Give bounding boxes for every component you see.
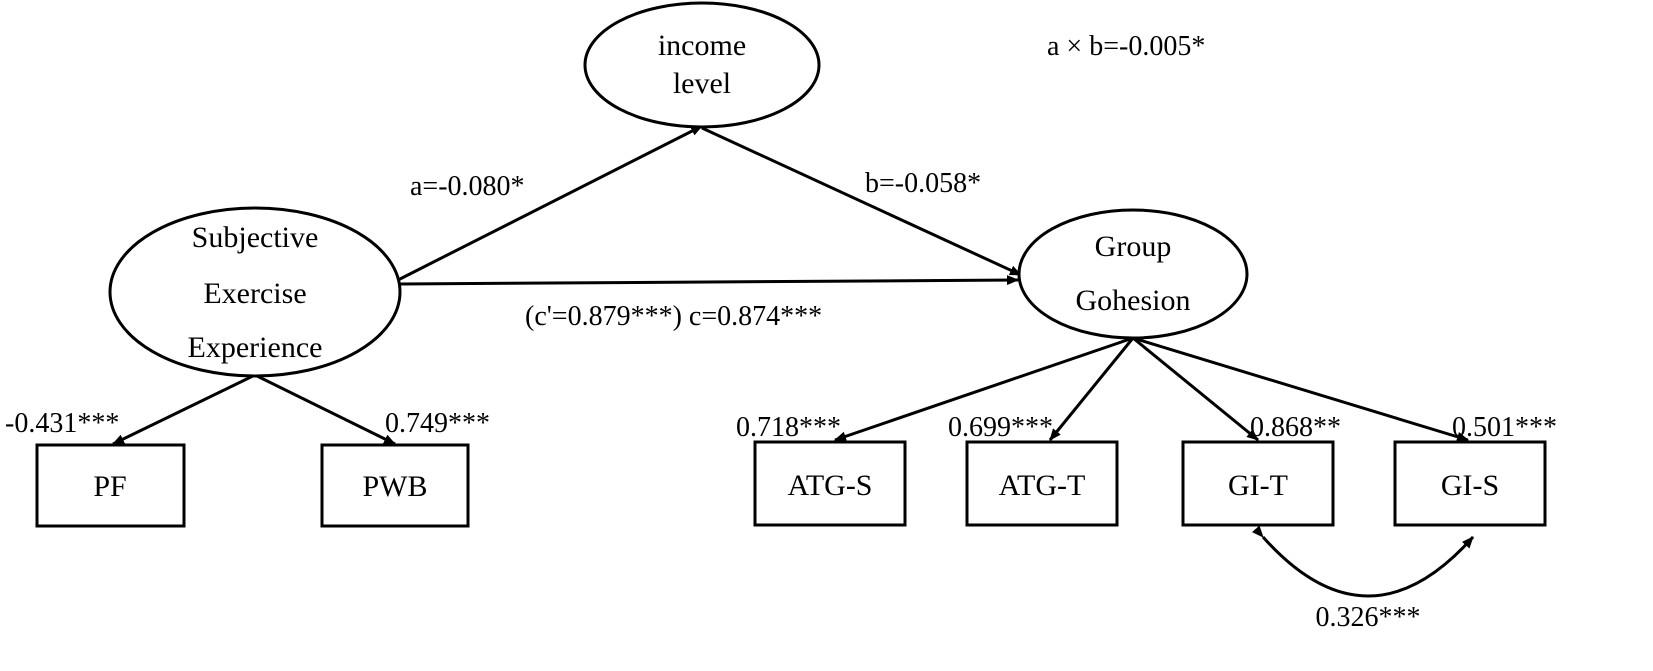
- arrow-to-gi-s: [1132, 336, 1469, 442]
- path-a-label: a=-0.080*: [410, 171, 525, 202]
- arrow-to-pwb: [254, 373, 396, 446]
- indirect-effect-label: a × b=-0.005*: [1047, 31, 1205, 62]
- pf-label: PF: [93, 470, 126, 503]
- arrow-to-gi-t: [1132, 336, 1259, 442]
- pwb-box: [320, 443, 470, 528]
- gi-s-label: GI-S: [1441, 469, 1499, 502]
- loading-atg-s: 0.718***: [736, 412, 841, 443]
- mediator-label-line2: level: [673, 67, 731, 100]
- predictor-label-line2: Exercise: [203, 277, 306, 310]
- atg-t-box: [965, 440, 1119, 527]
- atg-s-label: ATG-S: [787, 469, 872, 502]
- loading-gi-s: 0.501***: [1452, 412, 1557, 443]
- outcome-ellipse: [1017, 208, 1249, 340]
- path-b-label: b=-0.058*: [865, 168, 981, 199]
- loading-gi-t: 0.868**: [1250, 412, 1341, 443]
- outcome-label-line1: Group: [1095, 230, 1172, 263]
- pwb-label: PWB: [362, 470, 427, 503]
- predictor-label-line1: Subjective: [192, 221, 319, 254]
- loading-pwb: 0.749***: [385, 408, 490, 439]
- arrow-to-pf: [112, 373, 256, 446]
- gi-t-box: [1181, 440, 1335, 527]
- outcome-label-line2: Gohesion: [1076, 284, 1191, 317]
- path-b-arrow: [701, 126, 1022, 277]
- atg-s-box: [753, 440, 907, 527]
- arrow-to-atg-t: [1048, 337, 1135, 441]
- atg-t-label: ATG-T: [999, 469, 1086, 502]
- covariance-arrow: [1251, 525, 1475, 598]
- mediator-label-line1: income: [658, 29, 746, 62]
- mediator-ellipse: [583, 1, 821, 129]
- path-c-arrow: [399, 275, 1019, 286]
- predictor-ellipse: [108, 206, 402, 378]
- gi-s-box: [1393, 440, 1547, 527]
- predictor-label-line3: Experience: [188, 331, 323, 364]
- covariance-label: 0.326***: [1316, 602, 1421, 633]
- arrow-to-atg-s: [834, 336, 1134, 442]
- path-c-label: (c'=0.879***) c=0.874***: [525, 301, 822, 332]
- loading-atg-t: 0.699***: [948, 412, 1053, 443]
- pf-box: [35, 443, 186, 528]
- loading-pf: -0.431***: [5, 408, 119, 439]
- path-a-arrow: [397, 124, 703, 282]
- gi-t-label: GI-T: [1228, 469, 1288, 502]
